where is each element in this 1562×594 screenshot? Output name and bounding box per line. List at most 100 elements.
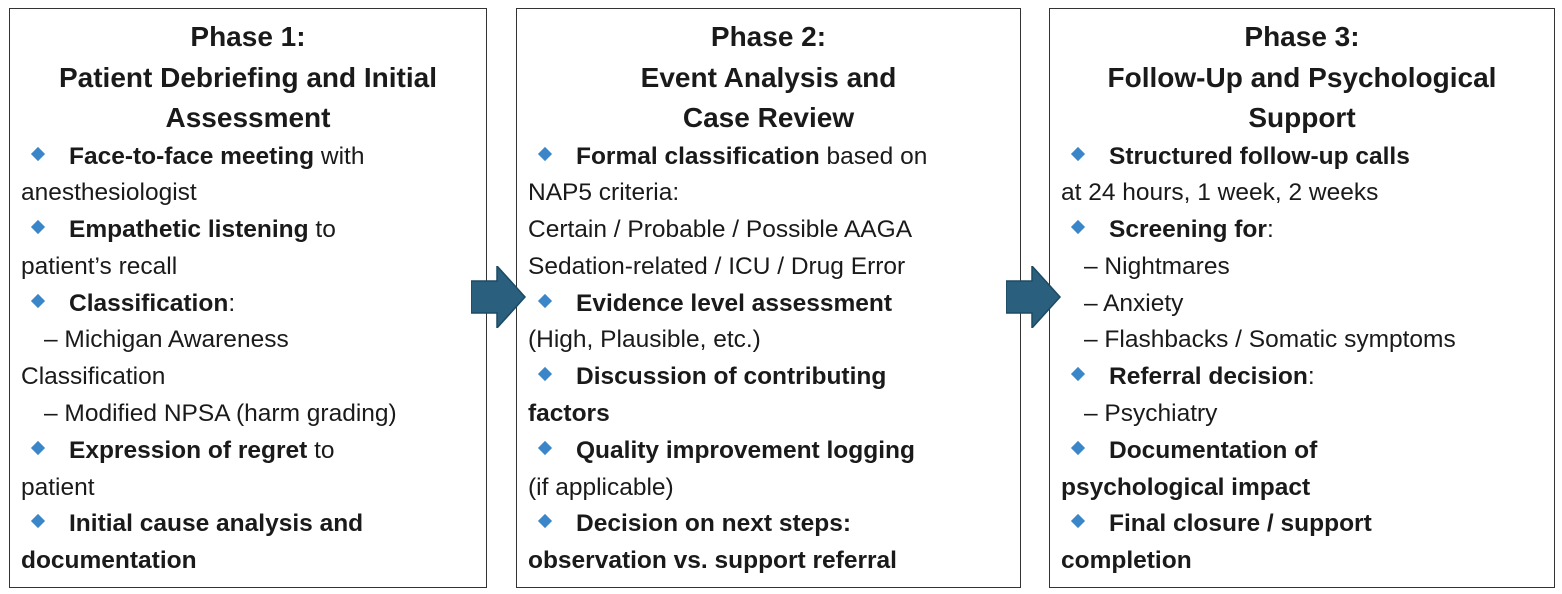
list-item: Formal classification based on <box>528 139 1020 176</box>
plain-text: – Anxiety <box>1084 289 1184 317</box>
list-item: patient <box>21 470 486 507</box>
diamond-bullet-icon <box>1070 220 1086 235</box>
list-item: Screening for: <box>1061 212 1554 249</box>
phase-1-title: Phase 1: Patient Debriefing and Initial … <box>21 17 475 139</box>
phase-2-content: Formal classification based on NAP5 crite… <box>528 139 1020 581</box>
list-item: Structured follow-up calls <box>1061 139 1554 176</box>
list-item: Referral decision: <box>1061 359 1554 396</box>
plain-text: Classification <box>21 363 166 391</box>
bold-text: Screening for <box>1109 216 1267 244</box>
right-arrow-icon <box>1006 266 1062 328</box>
list-item: Face-to-face meeting with <box>21 139 486 176</box>
plain-text: patient’s recall <box>21 252 178 280</box>
plain-text: : <box>1266 216 1274 244</box>
list-item: – Modified NPSA (harm grading) <box>21 396 486 433</box>
bold-text: documentation <box>21 547 197 575</box>
diamond-bullet-icon <box>30 514 46 529</box>
list-item: Initial cause analysis and <box>21 506 486 543</box>
plain-text: based on <box>819 142 928 170</box>
right-arrow-icon <box>471 266 527 328</box>
list-item: Final closure / support <box>1061 506 1554 543</box>
plain-text: to <box>307 436 335 464</box>
phase-2-title: Phase 2: Event Analysis and Case Review <box>528 17 1009 139</box>
list-item: patient’s recall <box>21 249 486 286</box>
list-item: Decision on next steps: <box>528 506 1020 543</box>
bold-text: Documentation of <box>1109 436 1318 464</box>
list-item: Sedation-related / ICU / Drug Error <box>528 249 1020 286</box>
list-item: documentation <box>21 543 486 580</box>
bold-text: Initial cause analysis and <box>69 510 364 538</box>
diamond-bullet-icon <box>30 293 46 308</box>
phase-2-title-line-2: Event Analysis and <box>640 61 897 93</box>
plain-text: – Nightmares <box>1084 252 1230 280</box>
plain-text: – Flashbacks / Somatic symptoms <box>1084 326 1456 354</box>
list-item: Empathetic listening to <box>21 212 486 249</box>
bold-text: completion <box>1061 547 1192 575</box>
list-item: Certain / Probable / Possible AAGA <box>528 212 1020 249</box>
phase-1-title-line-2: Patient Debriefing and Initial <box>58 61 438 93</box>
plain-text: Certain / Probable / Possible AAGA <box>528 216 913 244</box>
phase-3-panel: Phase 3: Follow-Up and Psychological Sup… <box>1049 8 1555 588</box>
bold-text: Discussion of contributing <box>576 363 887 391</box>
plain-text: : <box>1307 363 1315 391</box>
list-item: psychological impact <box>1061 470 1554 507</box>
bold-text: Quality improvement logging <box>576 436 915 464</box>
bold-text: Referral decision <box>1109 363 1308 391</box>
plain-text: patient <box>21 473 95 501</box>
diamond-bullet-icon <box>1070 514 1086 529</box>
list-item: Classification <box>21 359 486 396</box>
plain-text: : <box>228 289 236 317</box>
diamond-bullet-icon <box>537 146 553 161</box>
list-item: completion <box>1061 543 1554 580</box>
list-item: anesthesiologist <box>21 175 486 212</box>
diamond-bullet-icon <box>30 440 46 455</box>
plain-text: (if applicable) <box>528 473 674 501</box>
plain-text: at 24 hours, 1 week, 2 weeks <box>1061 179 1379 207</box>
list-item: – Flashbacks / Somatic symptoms <box>1061 322 1554 359</box>
plain-text: to <box>308 216 336 244</box>
plain-text: anesthesiologist <box>21 179 197 207</box>
plain-text: (High, Plausible, etc.) <box>528 326 761 354</box>
diamond-bullet-icon <box>30 220 46 235</box>
bold-text: Structured follow-up calls <box>1109 142 1410 170</box>
bold-text: psychological impact <box>1061 473 1311 501</box>
phase-2-panel: Phase 2: Event Analysis and Case Review … <box>516 8 1021 588</box>
plain-text: with <box>314 142 365 170</box>
diamond-bullet-icon <box>537 293 553 308</box>
list-item: Documentation of <box>1061 433 1554 470</box>
phase-2-title-line-1: Phase 2: <box>710 21 827 52</box>
bold-text: Evidence level assessment <box>576 289 892 317</box>
phase-1-panel: Phase 1: Patient Debriefing and Initial … <box>9 8 487 588</box>
plain-text: – Michigan Awareness <box>44 326 289 354</box>
plain-text: – Psychiatry <box>1084 400 1218 428</box>
bold-text: Decision on next steps: <box>576 510 852 538</box>
list-item: – Michigan Awareness <box>21 322 486 359</box>
plain-text: – Modified NPSA (harm grading) <box>44 400 397 428</box>
list-item: Quality improvement logging <box>528 433 1020 470</box>
bold-text: Face-to-face meeting <box>69 142 315 170</box>
list-item: Expression of regret to <box>21 433 486 470</box>
bold-text: Classification <box>69 289 229 317</box>
list-item: Evidence level assessment <box>528 286 1020 323</box>
bold-text: observation vs. support referral <box>528 547 897 575</box>
bold-text: factors <box>528 400 610 428</box>
bold-text: Expression of regret <box>69 436 308 464</box>
list-item: (High, Plausible, etc.) <box>528 322 1020 359</box>
phase-3-title-line-1: Phase 3: <box>1244 21 1360 52</box>
list-item: (if applicable) <box>528 470 1020 507</box>
diamond-bullet-icon <box>1070 367 1086 382</box>
plain-text: NAP5 criteria: <box>528 179 680 207</box>
phase-3-title-line-2: Follow-Up and Psychological <box>1107 61 1497 93</box>
diamond-bullet-icon <box>537 440 553 455</box>
bold-text: Empathetic listening <box>69 216 309 244</box>
phase-3-content: Structured follow-up calls at 24 hours, 1… <box>1061 139 1554 581</box>
list-item: Classification: <box>21 286 486 323</box>
phase-2-title-line-3: Case Review <box>682 102 855 133</box>
list-item: factors <box>528 396 1020 433</box>
list-item: observation vs. support referral <box>528 543 1020 580</box>
list-item: Discussion of contributing <box>528 359 1020 396</box>
phase-1-title-line-1: Phase 1: <box>190 21 306 52</box>
list-item: – Anxiety <box>1061 286 1554 323</box>
diamond-bullet-icon <box>30 146 46 161</box>
phase-1-content: Face-to-face meeting with anesthesiologis… <box>21 139 486 581</box>
